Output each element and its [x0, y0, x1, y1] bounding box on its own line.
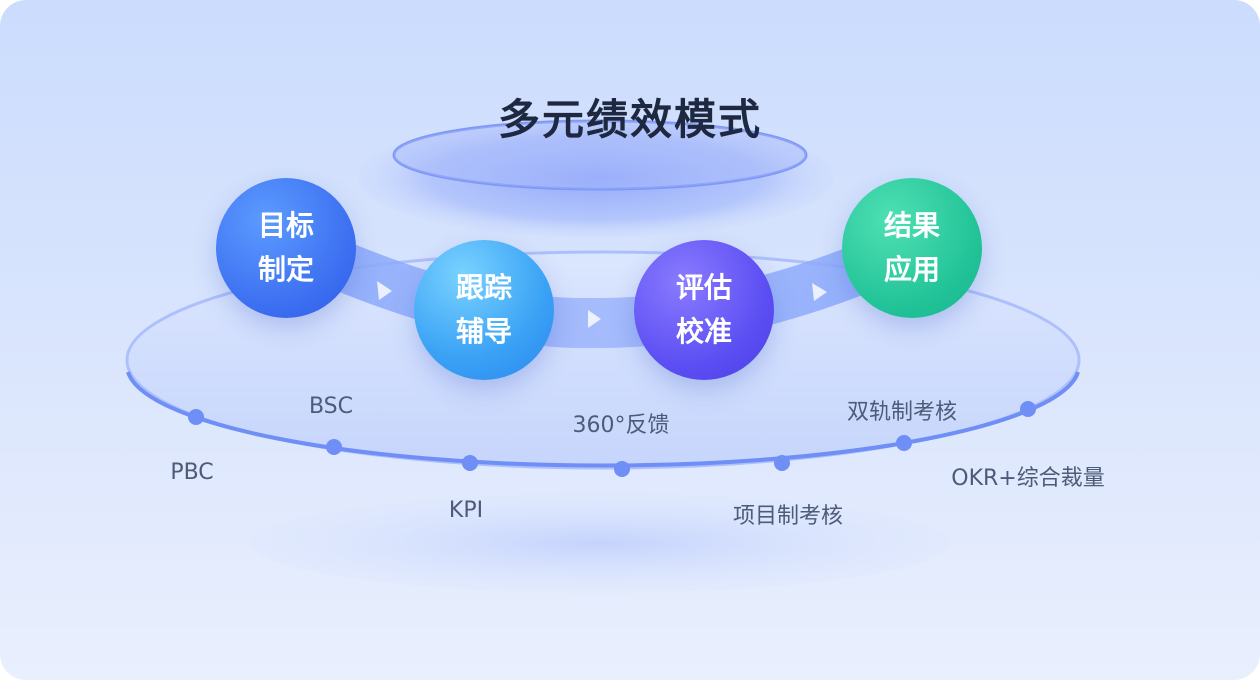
- orbit-disk: [125, 250, 1081, 470]
- orbit-dot-5: [774, 455, 790, 471]
- mode-label-project: 项目制考核: [732, 504, 844, 529]
- step-label-line1: 目标: [257, 209, 314, 242]
- step-label-line2: 制定: [257, 253, 314, 286]
- flow-arrow-3: [812, 283, 827, 301]
- step-label-line2: 辅导: [455, 315, 512, 348]
- top-platform-ring: [392, 119, 808, 191]
- step-tracking-coaching: 跟踪 辅导: [414, 240, 554, 380]
- mode-label-okr: OKR+综合裁量: [951, 466, 1105, 491]
- flow-arrow-2: [588, 310, 601, 328]
- orbit-dot-2: [326, 439, 342, 455]
- diagram-title: 多元绩效模式: [497, 95, 762, 144]
- step-label-line2: 应用: [883, 253, 940, 286]
- base-shadow-disk: [250, 493, 950, 593]
- mode-label-bsc: BSC: [308, 394, 354, 419]
- mode-label-kpi: KPI: [448, 498, 484, 523]
- orbit-dot-4: [614, 461, 630, 477]
- flow-arrow-1: [377, 281, 392, 300]
- step-label-line2: 校准: [675, 315, 732, 348]
- top-platform-disk: [358, 118, 834, 238]
- step-result-application: 结果 应用: [842, 178, 982, 318]
- step-label-line1: 跟踪: [455, 271, 512, 304]
- step-label-line1: 评估: [675, 271, 732, 304]
- mode-label-dual-track: 双轨制考核: [846, 400, 958, 425]
- mode-label-360: 360°反馈: [572, 413, 670, 438]
- orbit-dot-1: [188, 409, 204, 425]
- orbit-dot-3: [462, 455, 478, 471]
- top-platform-fill: [394, 121, 806, 189]
- orbit-dot-6: [896, 435, 912, 451]
- step-label-line1: 结果: [883, 209, 940, 242]
- step-evaluation-calibration: 评估 校准: [634, 240, 774, 380]
- orbit-dot-7: [1020, 401, 1036, 417]
- step-goal-setting: 目标 制定: [216, 178, 356, 318]
- mode-label-pbc: PBC: [170, 460, 214, 485]
